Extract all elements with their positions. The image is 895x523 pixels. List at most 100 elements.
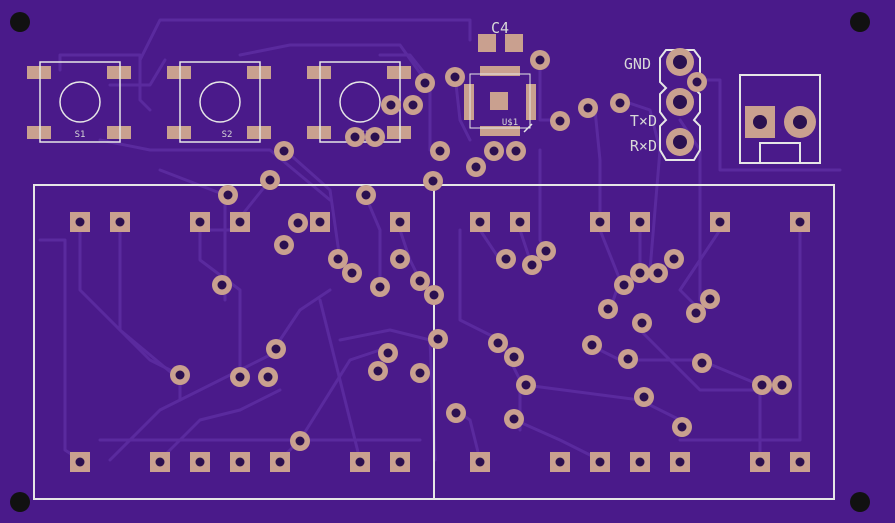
switch-s2: S2 [167, 61, 271, 143]
via-drill [669, 254, 679, 264]
via-drill [333, 254, 343, 264]
via-drill [509, 414, 519, 424]
via-drill [521, 380, 531, 390]
mounting-hole-icon [850, 12, 870, 32]
via-drill [623, 354, 633, 364]
switch-label-s1: S1 [75, 130, 86, 140]
ic-u1: U$1 [464, 66, 536, 136]
via-drill [217, 280, 227, 290]
via-drill [433, 334, 443, 344]
pad-drill [795, 457, 805, 467]
pad-drill [115, 217, 125, 227]
via-drill [583, 103, 593, 113]
via-drill [175, 370, 185, 380]
via-drill [375, 282, 385, 292]
via-drill [383, 348, 393, 358]
via-drill [637, 318, 647, 328]
pad-drill [195, 217, 205, 227]
via-drill [619, 280, 629, 290]
mounting-holes [10, 12, 870, 512]
via-drill [697, 358, 707, 368]
via-drill [527, 260, 537, 270]
via-drill [535, 55, 545, 65]
via-drill [653, 268, 663, 278]
via-drill [451, 408, 461, 418]
switch-label-s3: S3 [360, 130, 371, 140]
via-drill [265, 175, 275, 185]
capacitor-c4: C4 [478, 19, 523, 52]
switch-label-s2: S2 [222, 130, 233, 140]
via-drill [350, 132, 360, 142]
via-drill [511, 146, 521, 156]
via-drill [370, 132, 380, 142]
pad-drill [635, 217, 645, 227]
pad-drill [475, 217, 485, 227]
via-drill [757, 380, 767, 390]
power-jack-notch [759, 142, 801, 164]
via-drill [691, 308, 701, 318]
pad-drill [515, 217, 525, 227]
pad-drill [315, 217, 325, 227]
pad-drill [75, 457, 85, 467]
vias [170, 50, 792, 451]
via-drill [615, 98, 625, 108]
via-drill [509, 352, 519, 362]
via-drill [639, 392, 649, 402]
serial-header: GND T×D R×D [624, 48, 694, 156]
via-drill [777, 380, 787, 390]
via-drill [428, 176, 438, 186]
via-drill [279, 146, 289, 156]
via-drill [415, 368, 425, 378]
ic-label-u1: U$1 [502, 118, 518, 128]
via-drill [408, 100, 418, 110]
via-drill [541, 246, 551, 256]
mounting-hole-icon [10, 492, 30, 512]
tactile-switch-icon [199, 81, 241, 123]
via-drill [677, 422, 687, 432]
via-drill [373, 366, 383, 376]
via-drill [235, 372, 245, 382]
tactile-switch-icon [59, 81, 101, 123]
pad-drill [475, 457, 485, 467]
pad-drill [235, 457, 245, 467]
pad-drill [675, 457, 685, 467]
mounting-hole-icon [850, 492, 870, 512]
via-drill [501, 254, 511, 264]
pad-drill [395, 457, 405, 467]
pad-drill [75, 217, 85, 227]
via-drill [450, 72, 460, 82]
via-drill [705, 294, 715, 304]
via-drill [293, 218, 303, 228]
pad-drill [595, 217, 605, 227]
via-drill [263, 372, 273, 382]
via-drill [420, 78, 430, 88]
via-drill [587, 340, 597, 350]
pad-drill [155, 457, 165, 467]
via-drill [635, 268, 645, 278]
mounting-hole-icon [10, 12, 30, 32]
capacitor-label-c4: C4 [491, 19, 509, 37]
pad-drill [795, 217, 805, 227]
pad-drill [355, 457, 365, 467]
power-jack [745, 106, 816, 138]
via-drill [415, 276, 425, 286]
via-drill [493, 338, 503, 348]
via-drill [489, 146, 499, 156]
tactile-switch-icon [339, 81, 381, 123]
via-drill [295, 436, 305, 446]
via-drill [603, 304, 613, 314]
pad-drill [755, 457, 765, 467]
via-drill [471, 162, 481, 172]
via-drill [223, 190, 233, 200]
pad-drill [635, 457, 645, 467]
via-drill [279, 240, 289, 250]
pad-drill [195, 457, 205, 467]
via-drill [386, 100, 396, 110]
via-drill [347, 268, 357, 278]
via-drill [361, 190, 371, 200]
display-pads [70, 212, 810, 472]
via-drill [435, 146, 445, 156]
via-drill [395, 254, 405, 264]
